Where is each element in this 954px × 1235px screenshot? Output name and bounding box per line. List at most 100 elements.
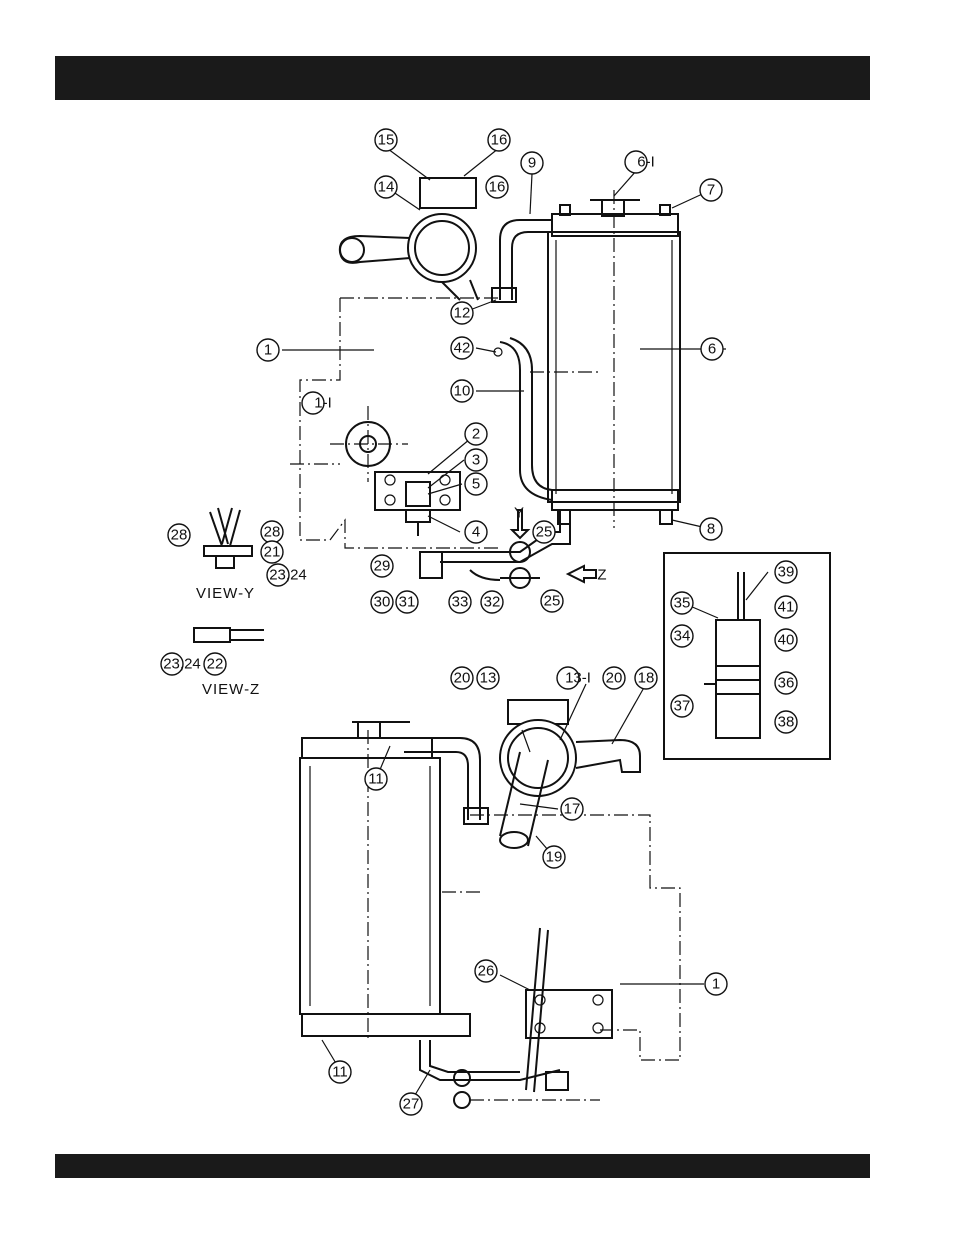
callout-number: 14 [378, 179, 395, 196]
callout-number: 4 [472, 524, 480, 541]
callout-number: 31 [399, 594, 416, 611]
callout-number: 7 [707, 182, 715, 199]
callout-number: 37 [674, 698, 691, 715]
arrow-y-label: Y [514, 505, 524, 522]
view-z-detail [194, 628, 264, 642]
callout-32: 32 [481, 591, 503, 613]
callout-number: 10 [454, 383, 471, 400]
callout-21: 21 [261, 541, 283, 563]
callout-42: 42 [451, 337, 473, 359]
callout-number: 23,24 [163, 656, 201, 673]
callout-number: 39 [778, 564, 795, 581]
callout-number: 36 [778, 675, 795, 692]
callout-number: 25 [544, 593, 561, 610]
view-z-label: VIEW-Z [202, 681, 260, 698]
callout-11: 11 [365, 768, 387, 790]
callout-41: 41 [775, 596, 797, 618]
callout-19: 19 [543, 846, 565, 868]
callout-26: 26 [475, 960, 497, 982]
callout-number: 40 [778, 632, 795, 649]
callout-number: 21 [264, 544, 281, 561]
callout-number: 13 [480, 670, 497, 687]
callout-number: 5 [472, 476, 480, 493]
callout-6: 6 [701, 338, 723, 360]
callout-number: 12 [454, 305, 471, 322]
callout-25: 25 [541, 590, 563, 612]
callout-number: 6-I [637, 154, 655, 171]
callout-30: 30 [371, 591, 393, 613]
callout-27: 27 [400, 1093, 422, 1115]
callout-36: 36 [775, 672, 797, 694]
lower-hose [494, 338, 552, 500]
callout-number: 3 [472, 452, 480, 469]
callout-number: 11 [368, 771, 384, 788]
callout-1-I: 1-I [302, 392, 332, 414]
callout-number: 15 [378, 132, 395, 149]
callout-group: 1516161496-I7121426101-I235425828282123,… [161, 129, 797, 1115]
callout-29: 29 [371, 555, 393, 577]
fuel-filter-inset [664, 553, 830, 759]
callout-39: 39 [775, 561, 797, 583]
callout-8: 8 [700, 518, 722, 540]
callout-28: 28 [168, 524, 190, 546]
callout-14: 14 [375, 176, 397, 198]
callout-number: 25 [536, 524, 553, 541]
callout-1: 1 [257, 339, 279, 361]
callout-4: 4 [465, 521, 487, 543]
callout-number: 8 [707, 521, 715, 538]
callout-1: 1 [705, 973, 727, 995]
callout-25: 25 [533, 521, 555, 543]
callout-16: 16 [488, 129, 510, 151]
engine-mount-bracket [375, 472, 460, 536]
callout-9: 9 [521, 152, 543, 174]
callout-2: 2 [465, 423, 487, 445]
callout-number: 42 [454, 340, 471, 357]
callout-5: 5 [465, 473, 487, 495]
callout-40: 40 [775, 629, 797, 651]
fuel-lines-upper [420, 510, 596, 588]
callout-number: 2 [472, 426, 480, 443]
radiator-upper [530, 190, 680, 528]
callout-number: 19 [546, 849, 563, 866]
callout-number: 13-I [565, 670, 591, 687]
callout-13: 13 [477, 667, 499, 689]
callout-number: 9 [528, 155, 536, 172]
callout-37: 37 [671, 695, 693, 717]
callout-number: 28 [264, 524, 281, 541]
radiator-lower [300, 722, 470, 1040]
air-cleaner-upper [340, 178, 478, 300]
callout-10: 10 [451, 380, 473, 402]
callout-number: 29 [374, 558, 391, 575]
callout-35: 35 [671, 592, 693, 614]
callout-15: 15 [375, 129, 397, 151]
callout-number: 27 [403, 1096, 420, 1113]
air-cleaner-lower [500, 700, 640, 848]
callout-number: 23,24 [269, 567, 307, 584]
callout-34: 34 [671, 625, 693, 647]
view-y-detail [204, 508, 252, 568]
callout-number: 30 [374, 594, 391, 611]
callout-number: 16 [489, 179, 506, 196]
view-y-label: VIEW-Y [196, 585, 255, 602]
callout-number: 11 [332, 1064, 348, 1081]
callout-number: 18 [638, 670, 655, 687]
callout-17: 17 [561, 798, 583, 820]
callout-38: 38 [775, 711, 797, 733]
callout-33: 33 [449, 591, 471, 613]
callout-number: 26 [478, 963, 495, 980]
callout-number: 1 [712, 976, 720, 993]
callout-13-I: 13-I [557, 667, 591, 689]
callout-number: 20 [454, 670, 471, 687]
callout-number: 20 [606, 670, 623, 687]
callout-number: 1-I [314, 395, 332, 412]
callout-number: 16 [491, 132, 508, 149]
callout-number: 6 [708, 341, 716, 358]
callout-number: 38 [778, 714, 795, 731]
callout-number: 33 [452, 594, 469, 611]
arrow-z-label: Z [597, 567, 606, 584]
callout-20: 20 [451, 667, 473, 689]
upper-hose [492, 220, 552, 302]
fuel-lines-lower [420, 928, 612, 1108]
callout-20: 20 [603, 667, 625, 689]
